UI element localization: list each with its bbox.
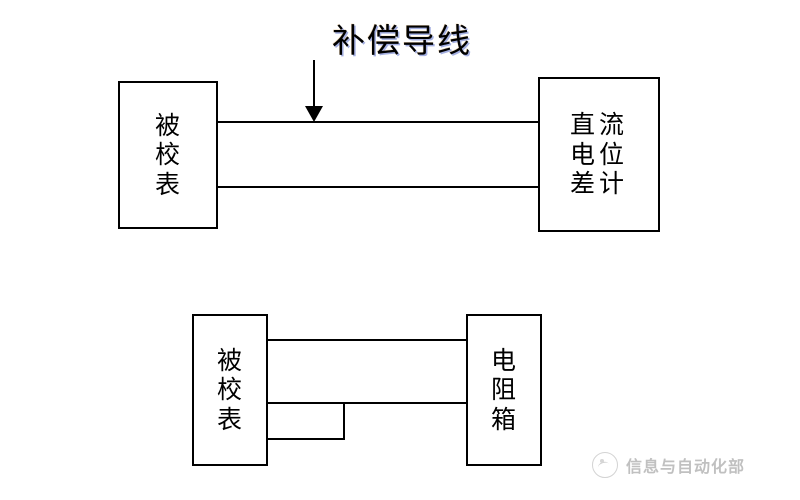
block-device-under-test-top[interactable]: 被 校 表 — [118, 81, 218, 229]
block-line: 校 — [216, 375, 243, 405]
bottom-circuit-wire-middle — [266, 402, 468, 404]
bottom-circuit-wire-upper — [266, 339, 468, 341]
block-line: 直流 — [569, 110, 628, 140]
watermark: 信息与自动化部 — [592, 452, 745, 478]
top-circuit-wire-lower — [216, 186, 540, 188]
block-line: 校 — [154, 140, 181, 170]
watermark-text: 信息与自动化部 — [626, 457, 746, 476]
block-resistance-box[interactable]: 电 阻 箱 — [466, 314, 542, 466]
block-dc-potentiometer[interactable]: 直流 电位 差计 — [538, 77, 660, 232]
block-line: 表 — [216, 404, 243, 434]
annotation-arrow-shaft — [313, 60, 315, 108]
bottom-circuit-wire-jumper-stub — [266, 438, 345, 440]
block-device-under-test-bottom[interactable]: 被 校 表 — [192, 314, 268, 466]
block-line: 表 — [154, 169, 181, 199]
block-line: 电 — [490, 345, 517, 375]
block-line: 箱 — [490, 404, 517, 434]
down-arrow-icon — [305, 106, 323, 122]
block-line: 被 — [216, 345, 243, 375]
cloud-logo-icon — [592, 452, 618, 478]
block-line: 电位 — [569, 139, 628, 169]
top-circuit-wire-upper — [216, 121, 540, 123]
annotation-label-compensating-wire: 补偿导线 — [332, 21, 472, 60]
bottom-circuit-jumper-link — [343, 402, 345, 440]
block-line: 被 — [154, 110, 181, 140]
block-line: 差计 — [569, 169, 628, 199]
block-line: 阻 — [490, 375, 517, 405]
